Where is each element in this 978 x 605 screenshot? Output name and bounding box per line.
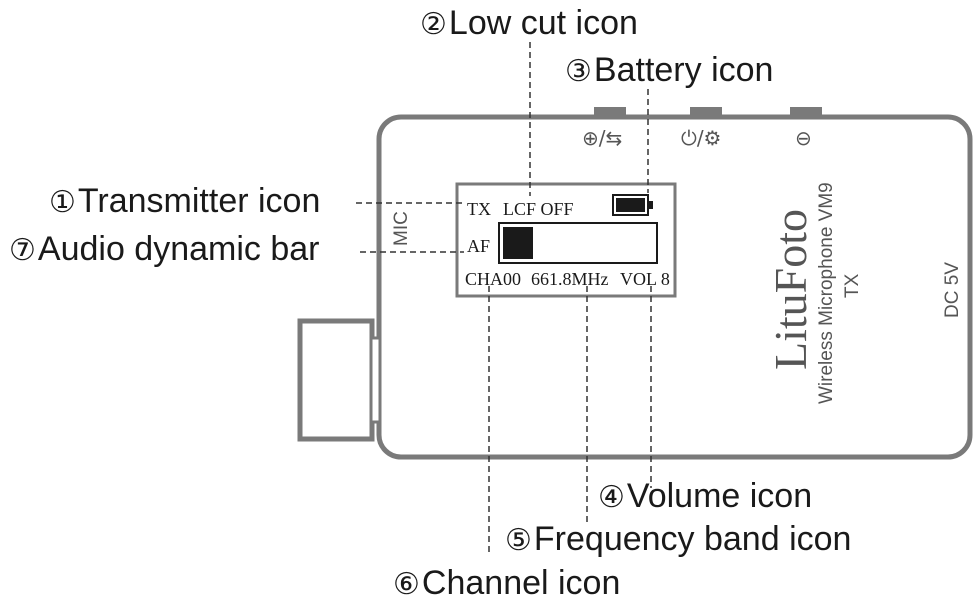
battery-tip [649,201,653,209]
lcd-volume: VOL 8 [620,269,670,289]
power-label: DC 5V [942,262,963,318]
callout-frequency: ⑤Frequency band icon [505,522,851,556]
lcd-lcf-label: LCF OFF [503,199,574,219]
button-minus[interactable] [790,107,822,117]
callout-text: Transmitter icon [77,182,321,220]
mic-label: MIC [391,211,412,246]
lcd-af-label: AF [467,236,491,256]
callout-text: Battery icon [593,51,774,89]
tx-line: TX [842,273,863,298]
callout-audio-bar: ⑦Audio dynamic bar [9,232,320,266]
callout-transmitter: ①Transmitter icon [49,184,320,218]
callout-text: Channel icon [421,564,621,602]
callout-battery: ③Battery icon [565,53,773,87]
callout-volume: ④Volume icon [598,479,812,513]
mic-connector [297,318,375,442]
button-power[interactable] [690,107,722,117]
audio-bar-fill [503,227,533,259]
callout-text: Low cut icon [448,4,638,42]
callout-number: ② [420,7,447,42]
callout-text: Frequency band icon [533,520,852,558]
lcd-channel: CHA00 [465,269,522,289]
callout-number: ④ [598,480,625,515]
callout-text: Audio dynamic bar [37,230,320,268]
callout-low-cut: ②Low cut icon [420,6,638,40]
button-pair[interactable] [594,107,626,117]
power-settings-icon[interactable]: ⏻/⚙ [681,126,722,150]
lcd-tx-label: TX [467,199,491,219]
callout-number: ③ [565,54,592,89]
battery-fill [616,198,645,212]
callout-number: ⑤ [505,523,532,558]
brand-name: LituFoto [765,208,816,370]
callout-text: Volume icon [626,477,813,515]
callout-number: ⑦ [9,233,36,268]
model-line: Wireless Microphone VM9 [816,182,837,404]
plus-pair-icon[interactable]: ⊕/⇆ [582,126,623,150]
callout-number: ⑥ [393,567,420,602]
callout-channel: ⑥Channel icon [393,566,620,600]
lcd-frequency: 661.8MHz [531,269,609,289]
callout-number: ① [49,185,76,220]
mic-connector-neck [369,336,382,424]
minus-icon[interactable]: ⊖ [795,126,812,150]
